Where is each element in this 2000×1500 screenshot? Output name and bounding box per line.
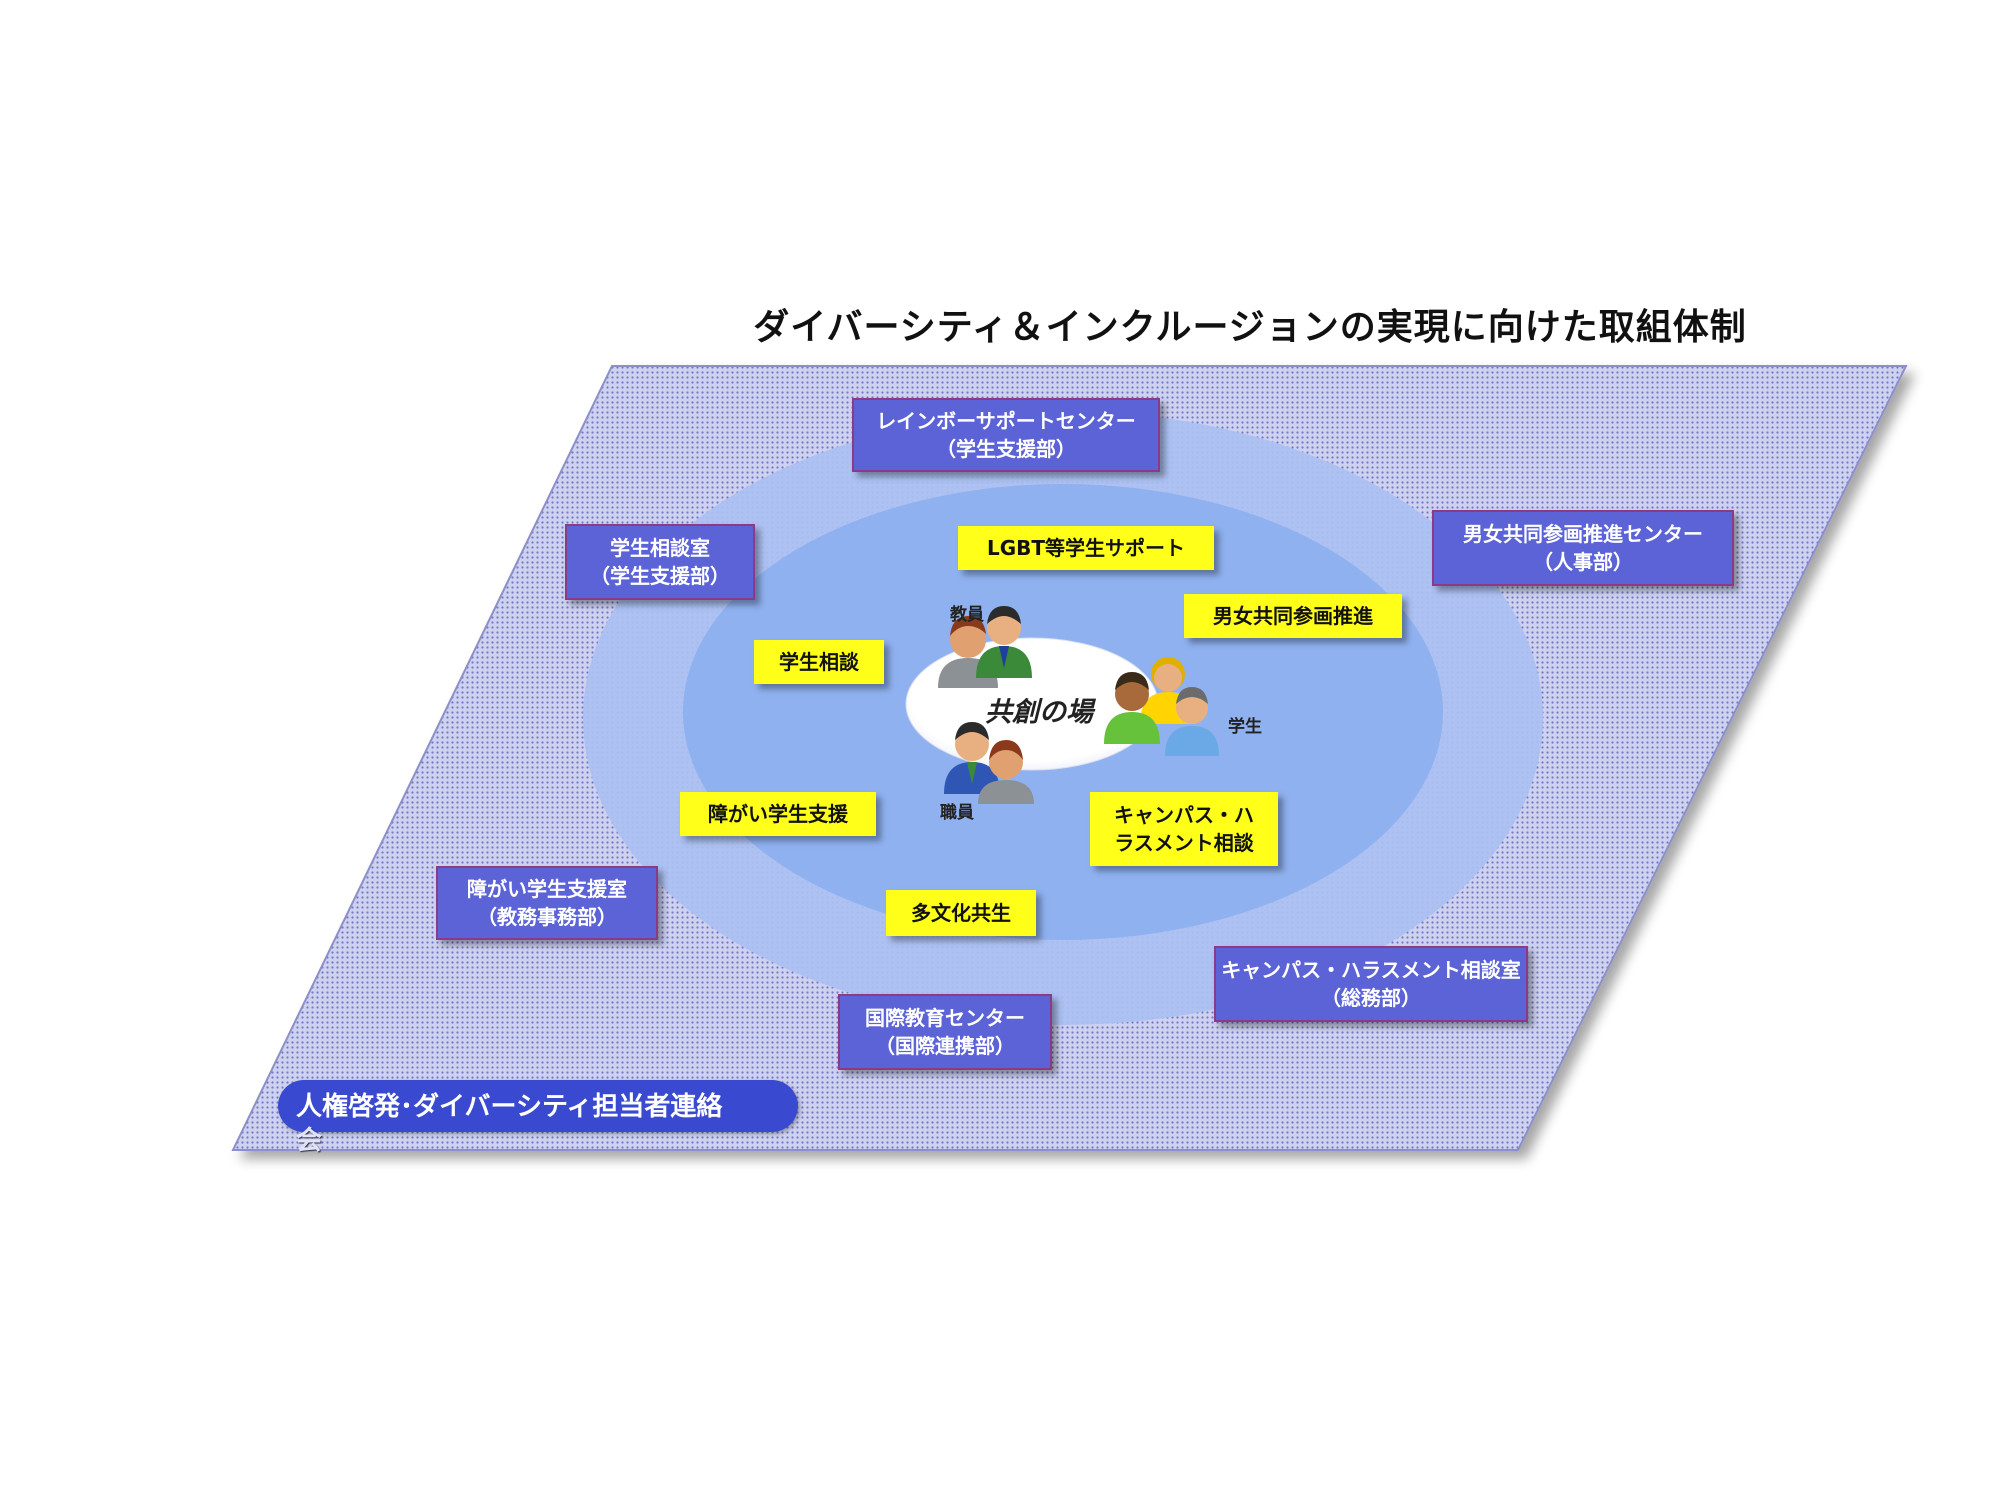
dept-harassment-counseling-room: キャンパス・ハラスメント相談室 （総務部）	[1214, 946, 1528, 1022]
activity-student-counseling: 学生相談	[754, 640, 884, 684]
dept-name: 男女共同参画推進センター	[1463, 522, 1703, 546]
dept-division: （人事部）	[1533, 550, 1633, 574]
dept-name: 国際教育センター	[865, 1006, 1025, 1030]
dept-division: （学生支援部）	[936, 437, 1076, 461]
activity-label: 障がい学生支援	[708, 802, 848, 826]
council-label-line2: 会	[296, 1126, 323, 1156]
role-staff-label: 職員	[940, 803, 974, 823]
activity-label: 男女共同参画推進	[1213, 604, 1373, 628]
dept-division: （総務部）	[1321, 986, 1421, 1010]
activity-label: キャンパス・ハ	[1114, 803, 1254, 827]
cocreation-label: 共創の場	[985, 697, 1093, 728]
activity-lgbt-support: LGBT等学生サポート	[958, 526, 1214, 570]
role-teacher-label: 教員	[950, 605, 984, 625]
student-people-icon	[1104, 657, 1219, 756]
dept-name: レインボーサポートセンター	[876, 409, 1136, 433]
dept-international-education-center: 国際教育センター （国際連携部）	[838, 994, 1052, 1070]
activity-label: 多文化共生	[911, 901, 1011, 925]
staff-people-icon	[944, 722, 1034, 804]
council-label-line1: 人権啓発･ダイバーシティ担当者連絡	[296, 1092, 723, 1122]
dept-student-counseling-room: 学生相談室 （学生支援部）	[565, 524, 755, 600]
dept-name: 学生相談室	[610, 536, 710, 560]
activity-disability-support: 障がい学生支援	[680, 792, 876, 836]
activity-gender-equality: 男女共同参画推進	[1184, 594, 1402, 638]
page-title: ダイバーシティ＆インクルージョンの実現に向けた取組体制	[753, 307, 1747, 348]
dept-disability-support-room: 障がい学生支援室 （教務事務部）	[436, 866, 658, 940]
dept-division: （教務事務部）	[477, 905, 617, 929]
dept-division: （学生支援部）	[590, 564, 730, 588]
activity-label: 学生相談	[779, 650, 859, 674]
dept-name: 障がい学生支援室	[467, 877, 627, 901]
activity-label: ラスメント相談	[1114, 831, 1254, 855]
dept-rainbow-support-center: レインボーサポートセンター （学生支援部）	[852, 398, 1160, 472]
dept-gender-equality-center: 男女共同参画推進センター （人事部）	[1432, 510, 1734, 586]
dept-name: キャンパス・ハラスメント相談室	[1221, 958, 1521, 982]
council-badge: 人権啓発･ダイバーシティ担当者連絡 会	[278, 1080, 798, 1156]
role-student-label: 学生	[1228, 717, 1262, 737]
dept-division: （国際連携部）	[875, 1034, 1015, 1058]
teacher-people-icon	[938, 606, 1032, 688]
activity-harassment-counseling: キャンパス・ハ ラスメント相談	[1090, 792, 1278, 866]
activity-multicultural: 多文化共生	[886, 890, 1036, 936]
activity-label: LGBT等学生サポート	[986, 536, 1186, 560]
